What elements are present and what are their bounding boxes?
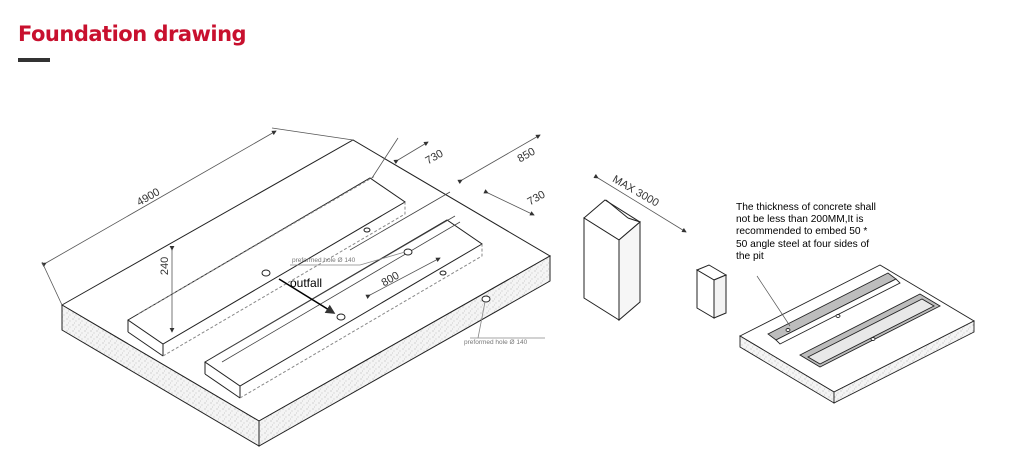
holes [261, 227, 491, 321]
dim-max-3000: MAX 3000 [610, 173, 660, 209]
dimension-lines [41, 127, 687, 339]
hole-icon [481, 295, 491, 303]
dim-240: 240 [159, 257, 171, 275]
outfall-arrow [278, 278, 336, 314]
main-slab [61, 139, 551, 447]
hole-icon [403, 248, 413, 256]
title-underline [18, 58, 50, 62]
dim-730-top: 730 [424, 148, 446, 168]
hole-label-2: preformed hole Ø 140 [464, 339, 528, 346]
dim-850: 850 [516, 146, 538, 166]
outfall-label: outfall [290, 276, 322, 290]
hole-icon [363, 227, 371, 233]
hole-icon [261, 269, 271, 277]
tall-column [583, 199, 641, 322]
hole-icon [439, 270, 447, 276]
small-block [695, 264, 728, 319]
slab-right-face [258, 255, 551, 447]
note-text: The thickness of concrete shall not be l… [736, 202, 876, 262]
small-slab [739, 264, 975, 404]
dim-4900: 4900 [135, 186, 162, 209]
page-title: Foundation drawing [18, 22, 247, 46]
hole-label-1: preformed hole Ø 140 [292, 257, 356, 264]
dim-730-right: 730 [526, 189, 548, 209]
hole-icon [336, 313, 346, 321]
inner-lines [214, 191, 461, 363]
